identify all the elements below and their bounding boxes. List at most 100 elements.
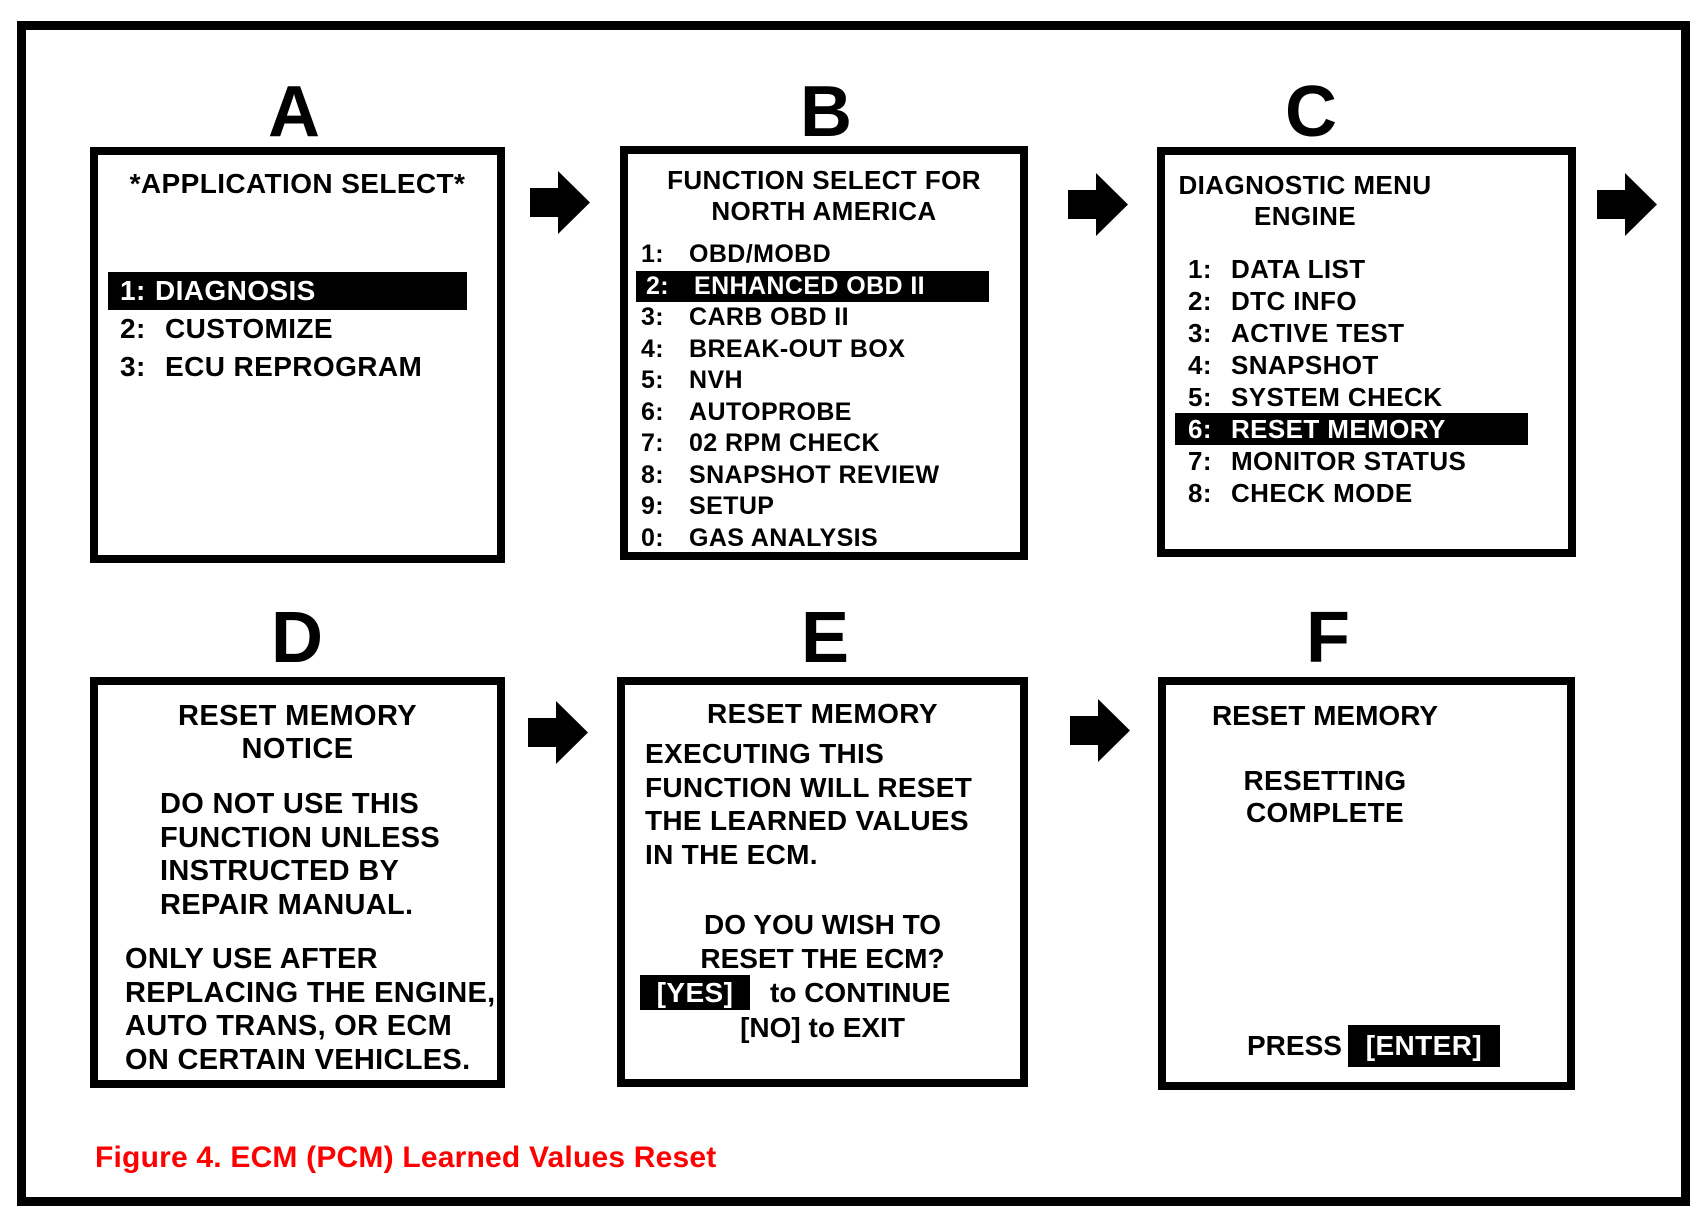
menu-item-number: 7: (641, 429, 665, 458)
figure-caption: Figure 4. ECM (PCM) Learned Values Reset (95, 1141, 717, 1174)
menu-item: 3: ACTIVE TEST (1165, 317, 1568, 349)
menu-item-number: 1: (641, 240, 665, 269)
screen-title-line1: DIAGNOSTIC MENU (1178, 170, 1432, 200)
menu: 1: OBD/MOBD 2: ENHANCED OBD II 3: CARB O… (628, 239, 1020, 554)
panel-label-a: A (268, 72, 320, 152)
menu-item-label: SYSTEM CHECK (1231, 381, 1443, 412)
menu-item: 7: MONITOR STATUS (1165, 445, 1568, 477)
menu-item-label: SNAPSHOT REVIEW (689, 460, 940, 489)
menu-item-number: 6: (1188, 413, 1212, 444)
menu-item-number: 1: (120, 275, 146, 306)
flow-arrow-icon (1070, 699, 1130, 762)
menu-item: 5: SYSTEM CHECK (1165, 381, 1568, 413)
screen-function-select: FUNCTION SELECT FOR NORTH AMERICA 1: OBD… (620, 146, 1028, 560)
screen-diagnostic-menu: DIAGNOSTIC MENU ENGINE 1: DATA LIST 2: D… (1157, 147, 1576, 557)
screen-title: DIAGNOSTIC MENU ENGINE (1165, 170, 1445, 232)
panel-label-e: E (801, 598, 850, 678)
panel-label-f: F (1306, 598, 1350, 678)
screen-application-select: *APPLICATION SELECT* 1: DIAGNOSIS 2: CUS… (90, 147, 505, 563)
confirm-message: EXECUTING THIS FUNCTION WILL RESET THE L… (645, 737, 972, 871)
confirm-message-line: EXECUTING THIS (645, 738, 885, 769)
panel-label-c: C (1285, 72, 1337, 152)
notice-line: ON CERTAIN VEHICLES. (125, 1043, 471, 1076)
menu-item: 5: NVH (628, 365, 1020, 397)
menu-item: 4: SNAPSHOT (1165, 349, 1568, 381)
menu-item-label: ACTIVE TEST (1231, 317, 1405, 348)
menu-item-number: 8: (1188, 477, 1212, 508)
menu-item-label: ENHANCED OBD II (694, 271, 926, 300)
menu-item-number: 2: (120, 313, 146, 344)
menu-item: 3: ECU REPROGRAM (98, 348, 497, 386)
menu-item-number: 2: (1188, 285, 1212, 316)
press-label: PRESS (1247, 1030, 1342, 1061)
menu-item-number: 0: (641, 523, 665, 552)
flow-arrow-icon (528, 701, 588, 764)
flow-arrow-icon (530, 171, 590, 234)
menu-item-label: 02 RPM CHECK (689, 429, 880, 458)
menu-item: 2: DTC INFO (1165, 285, 1568, 317)
menu-item-number: 4: (1188, 349, 1212, 380)
screen-reset-memory-confirm: RESET MEMORY EXECUTING THIS FUNCTION WIL… (617, 677, 1028, 1087)
menu-item-number: 5: (1188, 381, 1212, 412)
menu-item-number: 3: (1188, 317, 1212, 348)
yes-option-line: [YES] to CONTINUE (640, 975, 950, 1010)
screen-title: RESET MEMORY (707, 698, 938, 729)
screen-title: RESET MEMORY NOTICE (98, 700, 497, 766)
menu-item-label: GAS ANALYSIS (689, 523, 879, 552)
menu-item-label: SETUP (689, 492, 775, 521)
screen-title: FUNCTION SELECT FOR NORTH AMERICA (628, 165, 1020, 227)
notice-line: FUNCTION UNLESS (160, 821, 440, 854)
menu-item-number: 3: (641, 303, 665, 332)
notice-paragraph-2: ONLY USE AFTER REPLACING THE ENGINE, AUT… (125, 943, 495, 1077)
confirm-question-line: DO YOU WISH TO (704, 909, 941, 940)
confirm-message-line: FUNCTION WILL RESET (645, 771, 973, 803)
menu: 1: DIAGNOSIS 2: CUSTOMIZE 3: ECU REPROGR… (98, 272, 497, 386)
menu-item-number: 3: (120, 351, 146, 382)
menu-item-number: 6: (641, 397, 665, 426)
menu-item: 6: AUTOPROBE (628, 397, 1020, 429)
menu-item: 0: GAS ANALYSIS (628, 523, 1020, 555)
screen-title-line2: NOTICE (241, 733, 354, 765)
menu-item-label: SNAPSHOT (1231, 349, 1379, 380)
menu-item-number: 7: (1188, 445, 1212, 476)
menu-item-label: CHECK MODE (1231, 477, 1413, 508)
screen-title-line2: ENGINE (1253, 201, 1357, 231)
notice-line: INSTRUCTED BY (160, 855, 400, 887)
flow-arrow-icon (1068, 173, 1128, 236)
menu-item-label: CARB OBD II (689, 303, 849, 332)
press-enter-line: PRESS [ENTER] (1247, 1025, 1500, 1067)
menu-item-number: 4: (641, 334, 665, 363)
menu-item: 9: SETUP (628, 491, 1020, 523)
notice-line: REPLACING THE ENGINE, (125, 976, 496, 1009)
menu-item-label: ECU REPROGRAM (165, 351, 423, 382)
menu-item: 8: SNAPSHOT REVIEW (628, 460, 1020, 492)
screen-reset-memory-notice: RESET MEMORY NOTICE DO NOT USE THIS FUNC… (90, 677, 505, 1088)
menu-item-label: DATA LIST (1231, 253, 1366, 284)
panel-label-d: D (271, 598, 323, 678)
yes-key: [YES] (640, 975, 750, 1010)
confirm-question-line: RESET THE ECM? (700, 943, 945, 974)
notice-line: REPAIR MANUAL. (160, 888, 414, 921)
menu-item-label: DIAGNOSIS (155, 275, 316, 306)
screen-title-line1: FUNCTION SELECT FOR (667, 165, 981, 195)
menu-item-label: MONITOR STATUS (1231, 445, 1467, 476)
menu-item-label: NVH (689, 366, 743, 395)
confirm-message-line: THE LEARNED VALUES (645, 805, 969, 836)
notice-line: AUTO TRANS, OR ECM (125, 1010, 453, 1042)
menu-item: 4: BREAK-OUT BOX (628, 334, 1020, 366)
menu-item-label: AUTOPROBE (689, 397, 852, 426)
menu-item-number: 5: (641, 366, 665, 395)
menu-item: 7: 02 RPM CHECK (628, 428, 1020, 460)
menu-item-number: 8: (641, 460, 665, 489)
menu-item-label: RESET MEMORY (1231, 413, 1446, 444)
panel-label-b: B (800, 72, 852, 152)
enter-key: [ENTER] (1347, 1025, 1500, 1067)
notice-paragraph-1: DO NOT USE THIS FUNCTION UNLESS INSTRUCT… (160, 788, 440, 922)
screen-reset-complete: RESET MEMORY RESETTING COMPLETE PRESS [E… (1158, 677, 1575, 1090)
confirm-message-line: IN THE ECM. (645, 838, 818, 870)
menu-item-number: 1: (1188, 253, 1212, 284)
menu-item: 1: DATA LIST (1165, 253, 1568, 285)
menu-item-label: OBD/MOBD (689, 240, 832, 269)
menu: 1: DATA LIST 2: DTC INFO 3: ACTIVE TEST … (1165, 253, 1568, 509)
